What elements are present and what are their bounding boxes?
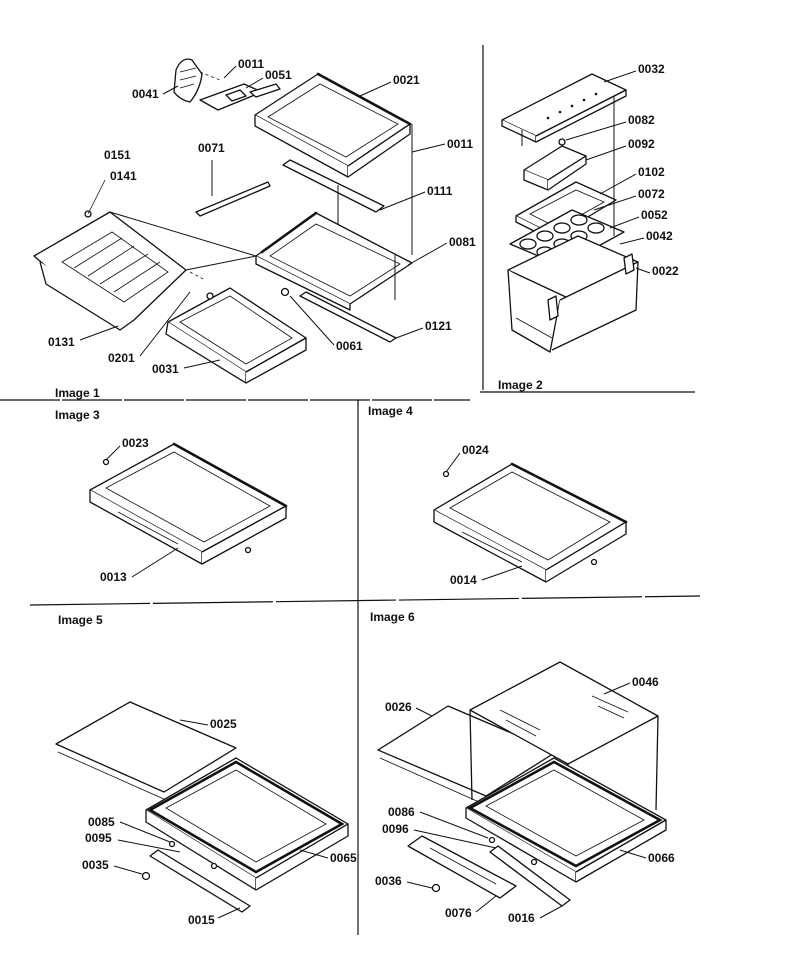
bracket-drawing	[199, 83, 281, 111]
crisper-drawer-drawing	[33, 179, 206, 331]
image-1-callouts: 0041 0011 0051 0021 0011 0151 0141 0071 …	[48, 57, 476, 376]
callout-0096: 0096	[382, 822, 409, 836]
section-label-image-4: Image 4	[368, 404, 413, 418]
callout-0201: 0201	[108, 351, 135, 365]
pan-drawer-drawing	[165, 287, 307, 384]
callout-0024: 0024	[462, 443, 489, 457]
callout-0042: 0042	[646, 229, 673, 243]
callout-0031: 0031	[152, 362, 179, 376]
image-6-callouts: 0046 0026 0086 0096 0036 0066 0076 0016	[375, 675, 675, 925]
image-1-assembly	[33, 58, 413, 384]
callout-0016: 0016	[508, 911, 535, 925]
callout-0015: 0015	[188, 913, 215, 927]
callout-0041: 0041	[132, 87, 159, 101]
mid-shelf-drawing	[255, 211, 413, 311]
callout-0036: 0036	[375, 874, 402, 888]
callout-0151: 0151	[104, 148, 131, 162]
rod-drawing	[195, 181, 271, 217]
callout-0065: 0065	[330, 851, 357, 865]
callout-0046: 0046	[632, 675, 659, 689]
image-4-shelf-drawing	[433, 462, 628, 583]
callout-0022: 0022	[652, 264, 679, 278]
small-tray-drawing	[523, 138, 587, 191]
image-3-shelf-drawing	[89, 442, 288, 565]
callout-0072: 0072	[638, 187, 665, 201]
section-label-image-3: Image 3	[55, 408, 100, 422]
callout-0095: 0095	[85, 831, 112, 845]
lid-drawing	[501, 73, 627, 143]
image-6-assembly	[377, 661, 667, 907]
callout-0141: 0141	[110, 169, 137, 183]
control-unit-drawing	[173, 58, 221, 103]
callout-0076: 0076	[445, 906, 472, 920]
callout-0011-a: 0011	[238, 57, 264, 71]
callout-0032: 0032	[638, 62, 665, 76]
callout-0086: 0086	[388, 805, 415, 819]
section-label-image-6: Image 6	[370, 610, 415, 624]
image-2-assembly	[501, 73, 639, 353]
callout-0026: 0026	[385, 700, 412, 714]
callout-0071: 0071	[198, 141, 225, 155]
callout-0102: 0102	[638, 165, 665, 179]
section-label-image-2: Image 2	[498, 378, 543, 392]
callout-0014: 0014	[450, 573, 477, 587]
image-4-callouts: 0024 0014	[445, 443, 523, 587]
callout-0052: 0052	[641, 208, 668, 222]
callout-0085: 0085	[88, 815, 115, 829]
callout-0021: 0021	[393, 73, 420, 87]
callout-0111: 0111	[427, 184, 453, 198]
callout-0121: 0121	[425, 319, 452, 333]
callout-0025: 0025	[210, 717, 237, 731]
callout-0023: 0023	[122, 436, 149, 450]
top-shelf-drawing	[254, 72, 412, 178]
image-3-callouts: 0023 0013	[100, 436, 179, 584]
callout-0013: 0013	[100, 570, 127, 584]
section-label-image-5: Image 5	[58, 613, 103, 627]
panel-dividers	[0, 45, 701, 935]
callout-0051: 0051	[265, 68, 292, 82]
callout-0035: 0035	[82, 858, 109, 872]
section-labels: Image 1 Image 2 Image 3 Image 4 Image 5 …	[55, 378, 543, 627]
callout-0082: 0082	[628, 113, 655, 127]
image-2-callouts: 0032 0082 0092 0102 0072 0052 0042 0022	[565, 62, 679, 278]
callout-0011-b: 0011	[447, 137, 473, 151]
callout-0061: 0061	[336, 339, 363, 353]
image-5-assembly	[55, 701, 349, 913]
image-5-callouts: 0025 0085 0095 0035 0065 0015	[82, 717, 357, 927]
callout-0092: 0092	[628, 137, 655, 151]
callout-0081: 0081	[449, 235, 476, 249]
callout-0066: 0066	[648, 851, 675, 865]
bin-drawing	[507, 235, 639, 353]
callout-0131: 0131	[48, 335, 75, 349]
section-label-image-1: Image 1	[55, 386, 100, 400]
